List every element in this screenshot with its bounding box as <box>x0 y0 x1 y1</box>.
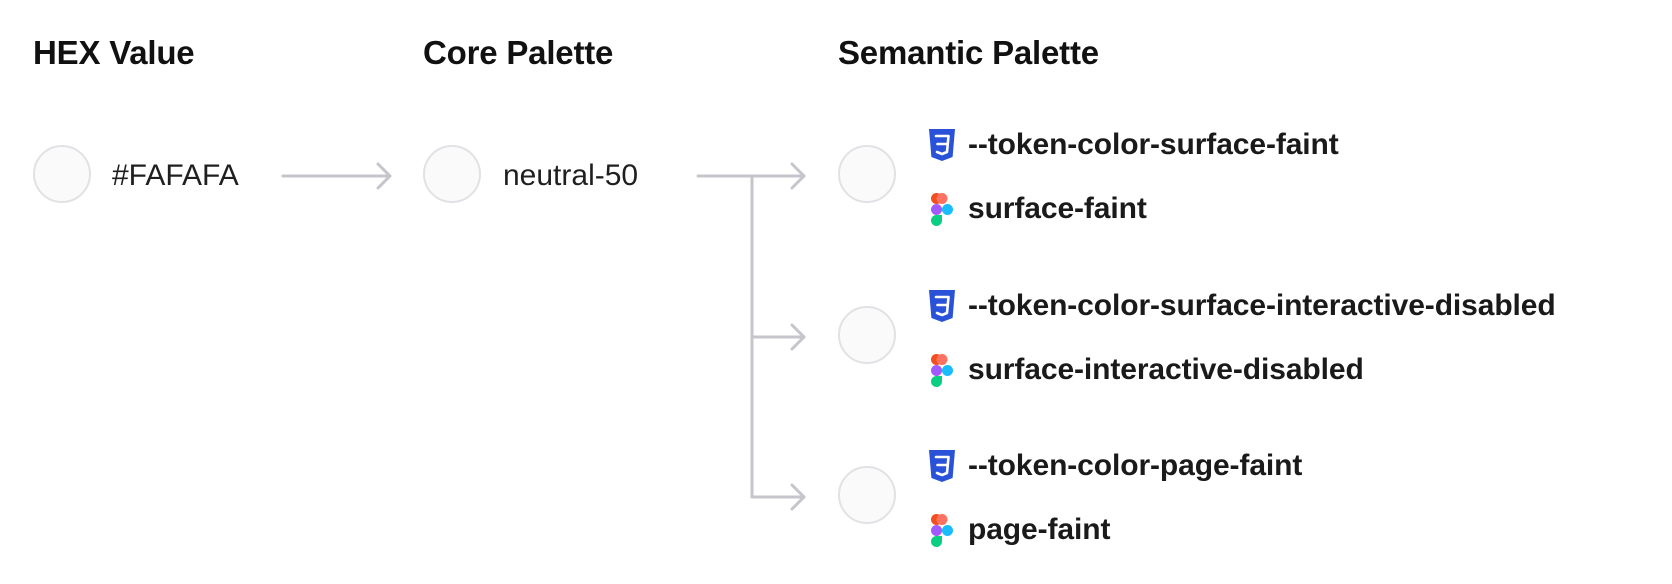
figma-token-label: surface-faint <box>968 192 1147 225</box>
semantic-swatch-2 <box>838 306 896 364</box>
hex-color-swatch <box>33 145 91 203</box>
figma-token-row-1: surface-faint <box>928 191 1147 227</box>
semantic-swatch-1 <box>838 145 896 203</box>
css-token-label: --token-color-surface-interactive-disabl… <box>968 289 1556 322</box>
arrowhead-hex-to-core <box>376 162 392 190</box>
header-semantic-palette: Semantic Palette <box>838 34 1099 71</box>
header-core-palette: Core Palette <box>423 34 614 71</box>
css3-icon <box>929 290 955 322</box>
hex-value-label: #FAFAFA <box>112 159 239 192</box>
css-token-label: --token-color-page-faint <box>968 449 1303 482</box>
figma-icon <box>931 354 953 387</box>
core-palette-swatch <box>423 145 481 203</box>
figma-token-label: page-faint <box>968 513 1111 546</box>
figma-icon <box>931 514 953 547</box>
css-token-label: --token-color-surface-faint <box>968 128 1339 161</box>
figma-token-row-3: page-faint <box>928 512 1110 548</box>
core-palette-label: neutral-50 <box>503 159 639 192</box>
css-token-row-1: --token-color-surface-faint <box>928 127 1339 163</box>
arrowhead-core-to-semantic-3 <box>790 483 806 511</box>
arrowhead-core-to-semantic-1 <box>790 162 806 190</box>
css-token-row-2: --token-color-surface-interactive-disabl… <box>928 288 1556 324</box>
semantic-swatch-3 <box>838 466 896 524</box>
arrowhead-core-to-semantic-2 <box>790 323 806 351</box>
css3-icon <box>929 129 955 161</box>
figma-token-label: surface-interactive-disabled <box>968 353 1364 386</box>
header-hex-value: HEX Value <box>33 34 195 71</box>
figma-icon <box>931 193 953 226</box>
css-token-row-3: --token-color-page-faint <box>928 448 1302 484</box>
css3-icon <box>929 450 955 482</box>
figma-token-row-2: surface-interactive-disabled <box>928 352 1364 388</box>
